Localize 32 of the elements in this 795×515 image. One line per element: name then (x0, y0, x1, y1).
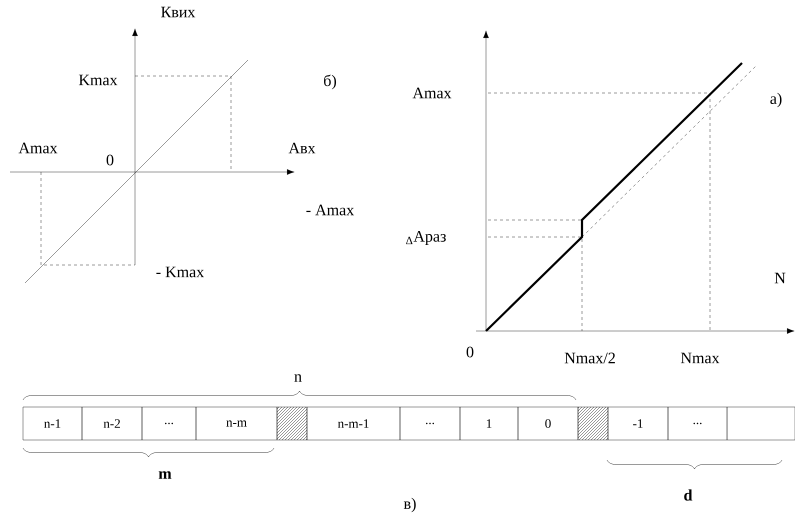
register-cell (726, 406, 795, 440)
register-cell: ... (668, 406, 728, 440)
axis-label: n (294, 374, 302, 382)
axis-label: m (158, 471, 172, 479)
axis-label: Авх (288, 142, 316, 154)
register-cell (578, 406, 608, 440)
register-cell: 0 (518, 406, 578, 440)
register-cell: ... (400, 406, 460, 440)
axis-label: Amax (18, 142, 58, 154)
axis-label: N (774, 272, 786, 284)
register-cell: n-m-1 (306, 406, 400, 440)
axis-label: $_{Δ}$Араз (406, 231, 446, 245)
axis-label: Nmax/2 (564, 352, 615, 364)
axis-label: Amax (412, 88, 452, 98)
axis-label: в) (404, 498, 416, 512)
axis-label: Квих (161, 6, 196, 18)
register-cell: 1 (460, 406, 518, 440)
axis-label: d (684, 489, 692, 501)
register-cell: n-2 (82, 406, 142, 440)
register-cell: n-1 (22, 406, 82, 440)
register-cell (276, 406, 308, 440)
axis-label: б) (324, 74, 336, 90)
axis-label: Kmax (78, 74, 118, 86)
axis-label: 0 (466, 346, 474, 358)
axis-label: - Amax (306, 204, 354, 216)
register-cell: -1 (608, 406, 668, 440)
register-cell: ... (142, 406, 196, 440)
axis-label: а) (770, 92, 782, 108)
register-cell: n-m (196, 406, 278, 440)
axis-label: 0 (106, 154, 114, 166)
axis-label: Nmax (680, 352, 720, 364)
axis-label: - Kmax (156, 266, 204, 278)
